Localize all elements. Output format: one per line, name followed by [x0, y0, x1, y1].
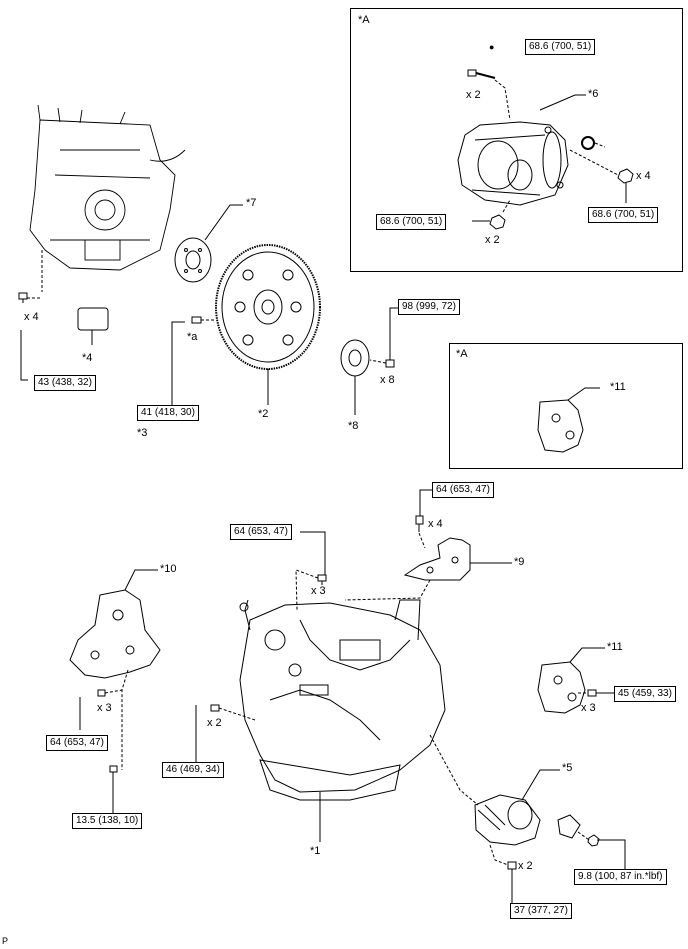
transaxle-assembly: [239, 599, 446, 801]
drive-plate-spacer: [340, 339, 370, 377]
starter-assembly: [474, 794, 541, 846]
inset-transfer-title: *A: [358, 14, 370, 26]
callout-7: *7: [246, 197, 257, 209]
transaxle-left-bolt: [210, 704, 220, 712]
mount-bolt-upper: [97, 689, 106, 697]
qty-mount-bolt: x 3: [97, 702, 112, 714]
transfer-nut-right: [617, 168, 634, 184]
spacer-bolt: [385, 359, 395, 368]
torque-transfer-top: 68.6 (700, 51): [525, 39, 596, 55]
transfer-assembly: [457, 121, 569, 206]
engine-mounting-bracket: [69, 589, 161, 679]
qty-engine-bolt: x 4: [24, 311, 39, 323]
callout-a: *a: [187, 331, 198, 343]
torque-drive-plate-bolt: 41 (418, 30): [137, 405, 199, 421]
transfer-bolt: [467, 69, 496, 79]
transfer-bracket-inset: [537, 399, 584, 453]
callout-9: *9: [514, 556, 525, 568]
transfer-bracket-11: [537, 661, 586, 714]
torque-mount-bolt-upper: 64 (653, 47): [46, 735, 108, 751]
callout-4: *4: [82, 352, 93, 364]
torque-center-bolt: 64 (653, 47): [230, 524, 292, 540]
torque-spacer-bolt: 98 (999, 72): [398, 299, 460, 315]
engine-block: [29, 104, 186, 271]
torque-transfer-nut-right: 68.6 (700, 51): [588, 207, 659, 223]
torque-bracket-9-bolt: 64 (653, 47): [432, 482, 494, 498]
torque-left-bolt: 46 (469, 34): [162, 762, 224, 778]
callout-11: *11: [607, 641, 623, 653]
mount-bolt-lower: [109, 765, 118, 773]
callout-10: *10: [160, 563, 177, 575]
qty-nut-right: x 4: [636, 170, 651, 182]
corner-mark: P: [2, 936, 9, 946]
callout-6: *6: [588, 88, 599, 100]
qty-starter-bolt: x 2: [518, 860, 533, 872]
torque-starter-bolt: 37 (377, 27): [510, 903, 572, 919]
engine-bolt: [18, 292, 28, 303]
bracket-9-bolt: [415, 515, 424, 532]
callout-3: *3: [137, 427, 148, 439]
starter-wire-cover: [557, 814, 581, 839]
callout-11-inset: *11: [610, 381, 626, 393]
inset-transfer: [350, 8, 683, 272]
inset-bracket: [449, 343, 683, 469]
qty-center-bolt: x 3: [311, 585, 326, 597]
starter-bolt: [507, 861, 517, 870]
callout-5: *5: [562, 762, 573, 774]
center-bolt: [317, 574, 327, 585]
qty-left-bolt: x 2: [207, 717, 222, 729]
callout-2: *2: [258, 408, 269, 420]
starter-terminal-nut: [587, 834, 600, 847]
qty-bracket-9-bolt: x 4: [428, 518, 443, 530]
qty-spacer-bolt: x 8: [380, 374, 395, 386]
torque-starter-terminal: 9.8 (100, 87 in.*lbf): [574, 869, 667, 885]
qty-top-bolt: x 2: [466, 89, 481, 101]
drive-plate-bolt: [191, 316, 202, 324]
dot-mark: ●: [489, 42, 495, 52]
torque-engine-bolt: 43 (438, 32): [34, 375, 96, 391]
callout-1: *1: [310, 845, 321, 857]
qty-nut-left: x 2: [485, 234, 500, 246]
callout-8: *8: [348, 420, 359, 432]
front-drive-plate: [174, 237, 212, 283]
torque-bracket-11-bolt: 45 (459, 33): [614, 686, 676, 702]
transfer-bracket-9: [403, 537, 471, 581]
torque-mount-bolt-lower: 13.5 (138, 10): [72, 813, 143, 829]
qty-bracket-11-bolt: x 3: [581, 702, 596, 714]
torque-transfer-nut-left: 68.6 (700, 51): [376, 214, 447, 230]
o-ring: [581, 136, 595, 150]
inset-bracket-title: *A: [456, 348, 468, 360]
hole-plug: [77, 307, 109, 331]
drive-plate-ring-gear: [215, 244, 321, 370]
transfer-nut-left: [489, 214, 506, 230]
bracket-11-bolt: [587, 689, 597, 697]
